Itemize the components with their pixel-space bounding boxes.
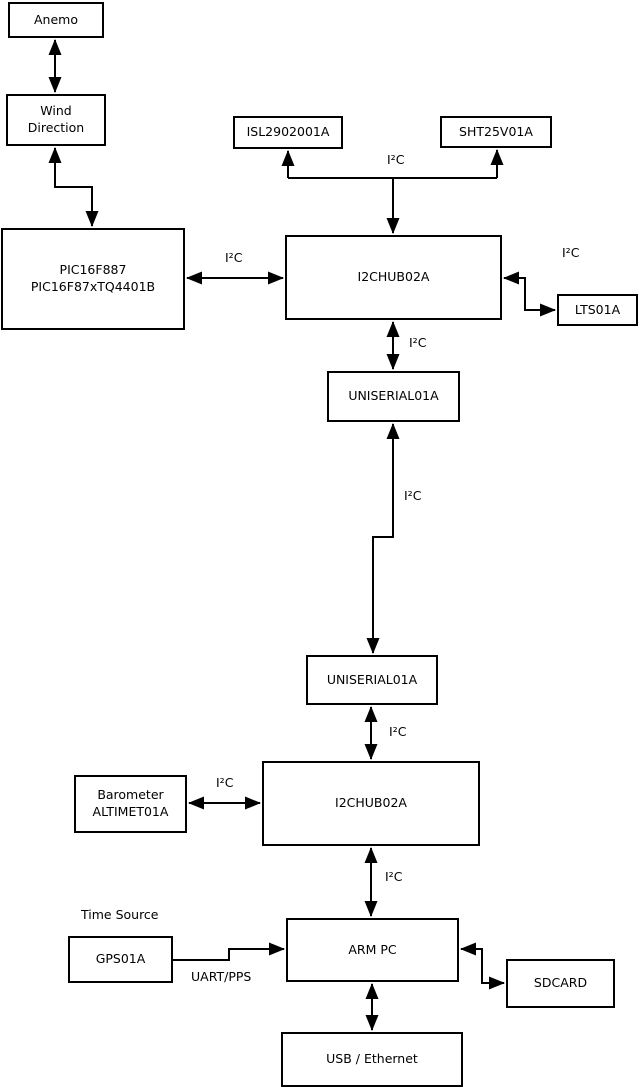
node-uniserial01a-top: UNISERIAL01A [327,371,460,422]
node-barometer-altimet01a: Barometer ALTIMET01A [74,775,187,833]
node-wind-direction: Wind Direction [6,94,106,146]
bus-label-i2c-isl-sht: I²C [387,152,405,167]
edge-arm-sdcard [460,942,505,990]
node-uniserial01a-bottom: UNISERIAL01A [306,655,438,705]
edge-uni1-uni2 [366,423,400,654]
node-sht25v01a: SHT25V01A [440,116,552,148]
node-gps01a: GPS01A [68,936,173,983]
edge-wind-pic [48,147,99,227]
bus-label-i2c-hub-lts: I²C [562,245,580,260]
node-isl2902001a: ISL2902001A [233,116,343,149]
bus-label-i2c-uniserial-hub2: I²C [389,724,407,739]
edge-gps-arm [173,942,285,961]
bus-label-i2c-baro-hub2: I²C [216,775,234,790]
node-i2chub02a-top: I2CHUB02A [285,235,502,320]
bus-label-i2c-hub2-arm: I²C [385,869,403,884]
node-pic16f887: PIC16F887 PIC16F87xTQ4401B [1,228,185,330]
node-usb-ethernet: USB / Ethernet [281,1032,463,1087]
node-lts01a: LTS01A [557,294,638,326]
label-uart-pps: UART/PPS [191,969,252,984]
node-i2chub02a-bottom: I2CHUB02A [262,761,480,846]
label-time-source: Time Source [81,907,159,922]
node-anemo: Anemo [8,2,104,38]
node-arm-pc: ARM PC [286,918,459,982]
node-sdcard: SDCARD [506,959,615,1008]
bus-label-i2c-long-link: I²C [404,488,422,503]
bus-label-i2c-hub-uniserial: I²C [409,335,427,350]
edge-hub1-lts [503,271,556,317]
bus-label-i2c-pic-hub: I²C [225,250,243,265]
